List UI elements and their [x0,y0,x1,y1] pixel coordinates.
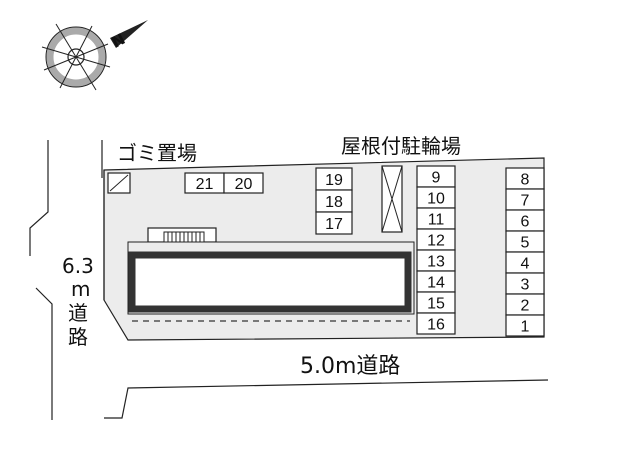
parking-slot-number: 20 [235,176,253,193]
parking-slot-number: 8 [521,172,530,189]
compass-icon: N [41,20,148,91]
bike-parking-label: 屋根付駐輪場 [341,134,461,158]
bicycle-parking [381,165,403,233]
parking-slot-number: 18 [325,194,343,211]
parking-slot-number: 19 [325,172,343,189]
parking-slot [315,211,353,235]
parking-right-column: 8 7 6 5 4 3 2 1 [505,167,545,337]
parking-slot-number: 14 [427,275,445,292]
parking-slot-number: 6 [521,214,530,231]
parking-slot-number: 21 [196,176,214,193]
garbage-station [107,172,131,194]
garbage-label: ゴミ置場 [117,141,197,165]
south-road-edge [104,379,549,419]
parking-slot-number: 13 [427,254,445,271]
parking-slot-number: 4 [521,256,530,273]
parking-slot-number: 5 [521,235,530,252]
west-road-char1: 道 [68,301,88,325]
west-road-unit: m [71,277,90,301]
parking-slot-number: 16 [427,317,445,334]
parking-slot-number: 10 [427,191,445,208]
west-road-char2: 路 [68,325,88,349]
building-entrance-steps [163,231,205,243]
parking-slot [505,314,545,337]
parking-slot-number: 1 [521,319,530,336]
parking-slot-number: 15 [427,296,445,313]
south-road-label: 5.0m道路 [300,354,400,379]
parking-center-column: 9 10 11 12 13 14 15 16 [416,165,456,335]
parking-slot-number: 7 [521,193,530,210]
parking-slot-number: 17 [325,216,343,233]
parking-slot [223,172,264,194]
parking-slot-number: 11 [428,212,445,229]
west-road-edges [29,140,103,420]
parking-slot [416,312,456,335]
parking-slot-number: 2 [521,298,530,315]
parking-slot-number: 9 [432,170,441,187]
building [127,227,415,315]
parking-pair-top: 21 20 [184,172,264,194]
parking-slot-number: 3 [521,277,530,294]
parking-slot-number: 12 [427,233,445,250]
parking-middle-column: 19 18 17 [315,167,353,235]
west-road-width: 6.3 [62,254,94,278]
